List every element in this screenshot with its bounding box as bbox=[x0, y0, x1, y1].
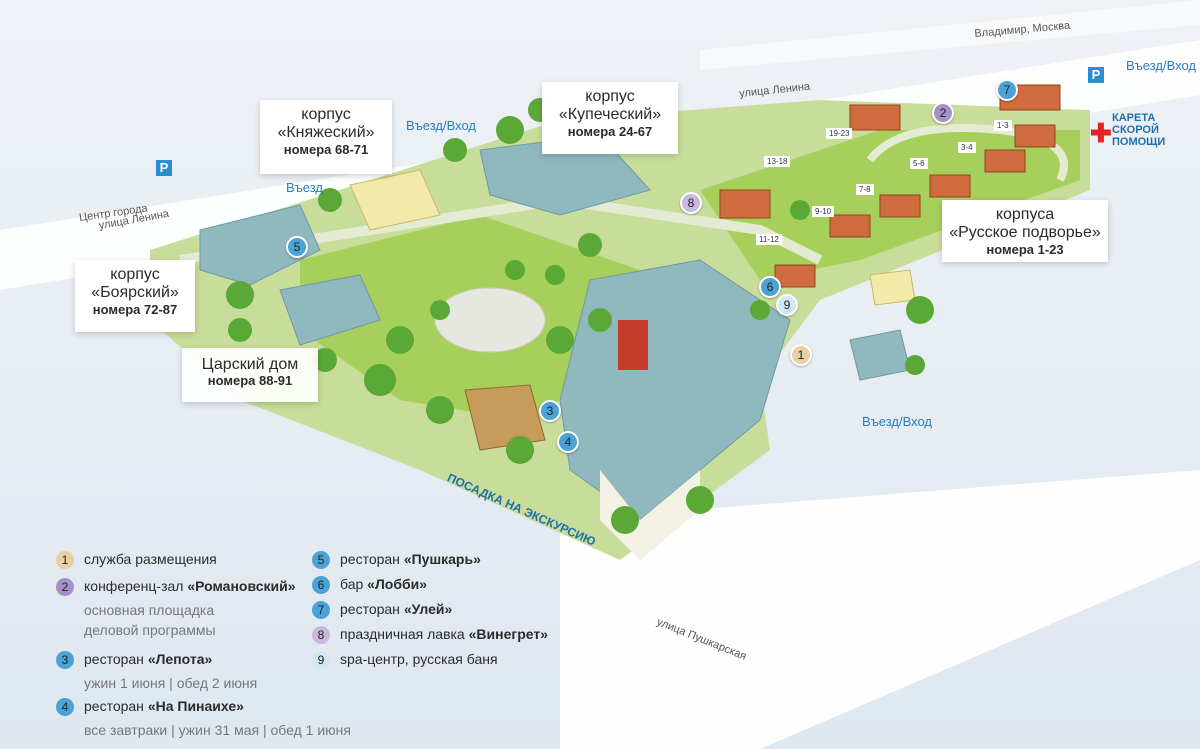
legend-marker-8: 8 bbox=[312, 626, 330, 644]
label-kupechesky: корпус «Купеческий» номера 24-67 bbox=[542, 82, 678, 154]
entry-left: Въезд bbox=[286, 180, 324, 195]
ambulance-line-2: СКОРОЙ bbox=[1112, 124, 1159, 137]
legend-item-8: праздничная лавка «Винегрет» bbox=[340, 626, 548, 642]
main-building-wall bbox=[600, 470, 700, 560]
podvorye-title-1: корпуса bbox=[995, 206, 1055, 223]
knyazhesky-rooms: номера 68-71 bbox=[283, 141, 369, 157]
legend-text-4: ресторан bbox=[84, 698, 148, 714]
legend-marker-3: 3 bbox=[56, 651, 74, 669]
legend-bold-5: «Пушкарь» bbox=[403, 551, 481, 567]
parking-icon-right: P bbox=[1088, 67, 1104, 83]
legend-bold-2: «Романовский» bbox=[187, 578, 296, 594]
ambulance-label: КАРЕТА СКОРОЙ ПОМОЩИ bbox=[1112, 112, 1165, 148]
legend-note-2b: деловой программы bbox=[84, 622, 216, 638]
cottages bbox=[719, 84, 1061, 288]
legend-marker-4: 4 bbox=[56, 698, 74, 716]
tower-red bbox=[618, 320, 648, 370]
knyazhesky-building bbox=[349, 169, 441, 231]
boyarsky-building bbox=[199, 204, 321, 286]
legend-text-2: конференц-зал bbox=[84, 578, 188, 594]
lepota-building bbox=[464, 384, 546, 451]
map-marker-8[interactable]: 8 bbox=[680, 192, 702, 214]
legend-text-5: ресторан bbox=[340, 551, 404, 567]
legend-marker-7: 7 bbox=[312, 601, 330, 619]
podvorye-rooms: номера 1-23 bbox=[986, 241, 1064, 257]
map-marker-3[interactable]: 3 bbox=[539, 400, 561, 422]
legend-item-7: ресторан «Улей» bbox=[340, 601, 452, 617]
legend-item-3: ресторан «Лепота» bbox=[84, 651, 212, 667]
podvorye-title-2: «Русское подворье» bbox=[949, 224, 1101, 242]
legend-item-4: ресторан «На Пинаихе» bbox=[84, 698, 244, 714]
cottage-tag: 9-10 bbox=[812, 206, 835, 217]
tsarsky-title: Царский дом bbox=[201, 356, 299, 373]
map-marker-5[interactable]: 5 bbox=[286, 236, 308, 258]
legend-marker-9: 9 bbox=[312, 651, 330, 669]
knyazhesky-title-1: корпус bbox=[301, 106, 351, 123]
tsarsky-rooms: номера 88-91 bbox=[207, 373, 293, 389]
label-knyazhesky: корпус «Княжеский» номера 68-71 bbox=[260, 100, 392, 174]
kupechesky-title-2: «Купеческий» bbox=[558, 106, 662, 124]
legend-item-2: конференц-зал «Романовский» bbox=[84, 578, 296, 594]
boyarsky-title-1: корпус bbox=[110, 266, 160, 283]
legend-bold-7: «Улей» bbox=[403, 601, 453, 617]
legend-item-6: бар «Лобби» bbox=[340, 576, 427, 592]
legend-text-9: spa-центр, русская баня bbox=[340, 651, 498, 667]
legend-item-9: spa-центр, русская баня bbox=[340, 651, 498, 667]
legend-note-2a: основная площадка bbox=[84, 602, 215, 618]
legend-bold-8: «Винегрет» bbox=[468, 626, 548, 642]
legend-item-5: ресторан «Пушкарь» bbox=[340, 551, 481, 567]
kupechesky-title-1: корпус bbox=[585, 88, 635, 105]
map-marker-4[interactable]: 4 bbox=[557, 431, 579, 453]
map-marker-1[interactable]: 1 bbox=[790, 344, 812, 366]
legend-text-7: ресторан bbox=[340, 601, 404, 617]
map-marker-9[interactable]: 9 bbox=[776, 294, 798, 316]
legend-bold-4: «На Пинаихе» bbox=[147, 698, 244, 714]
map-marker-6[interactable]: 6 bbox=[759, 276, 781, 298]
legend-marker-6: 6 bbox=[312, 576, 330, 594]
entry-top-right: Въезд/Вход bbox=[1126, 58, 1197, 73]
parking-icon-left: P bbox=[156, 160, 172, 176]
label-podvorye: корпуса «Русское подворье» номера 1-23 bbox=[942, 200, 1108, 262]
tsarsky-building bbox=[279, 274, 381, 346]
legend-text-8: праздничная лавка bbox=[340, 626, 469, 642]
label-boyarsky: корпус «Боярский» номера 72-87 bbox=[75, 260, 195, 332]
map-marker-2[interactable]: 2 bbox=[932, 102, 954, 124]
red-cross-icon: ✚ bbox=[1090, 118, 1112, 148]
legend-marker-5: 5 bbox=[312, 551, 330, 569]
boyarsky-title-2: «Боярский» bbox=[91, 284, 179, 302]
legend-bold-3: «Лепота» bbox=[147, 651, 213, 667]
legend-text-3: ресторан bbox=[84, 651, 148, 667]
cottage-tag: 13-18 bbox=[764, 156, 791, 167]
knyazhesky-title-2: «Княжеский» bbox=[277, 124, 375, 142]
legend-bold-6: «Лобби» bbox=[367, 576, 428, 592]
road-pushkarskaya bbox=[560, 470, 1200, 749]
cottage-tag: 3-4 bbox=[958, 142, 976, 153]
legend-note-3: ужин 1 июня | обед 2 июня bbox=[84, 675, 258, 691]
cottage-tag: 5-6 bbox=[910, 158, 928, 169]
cottage-tag: 11-12 bbox=[756, 234, 782, 245]
ambulance-line-1: КАРЕТА bbox=[1112, 112, 1156, 124]
legend-item-1: служба размещения bbox=[84, 551, 217, 567]
trees bbox=[226, 98, 934, 534]
kupechesky-rooms: номера 24-67 bbox=[567, 123, 653, 139]
legend-text-6: бар bbox=[340, 576, 368, 592]
entry-right: Въезд/Вход bbox=[862, 414, 933, 429]
legend-note-4: все завтраки | ужин 31 мая | обед 1 июня bbox=[84, 722, 351, 738]
boyarsky-rooms: номера 72-87 bbox=[92, 301, 178, 317]
road-vladimir bbox=[700, 0, 1200, 70]
entry-top-mid: Въезд/Вход bbox=[406, 118, 477, 133]
ambulance-line-3: ПОМОЩИ bbox=[1112, 136, 1166, 149]
legend-text-1: служба размещения bbox=[84, 551, 217, 567]
cottage-tag: 7-8 bbox=[856, 184, 874, 195]
legend-marker-1: 1 bbox=[56, 551, 74, 569]
cottage-tag: 1-3 bbox=[994, 120, 1012, 131]
amphitheatre bbox=[434, 287, 546, 353]
map-marker-7[interactable]: 7 bbox=[996, 79, 1018, 101]
label-tsarsky: Царский дом номера 88-91 bbox=[182, 348, 318, 402]
cottage-tag: 19-23 bbox=[826, 128, 853, 139]
legend-marker-2: 2 bbox=[56, 578, 74, 596]
